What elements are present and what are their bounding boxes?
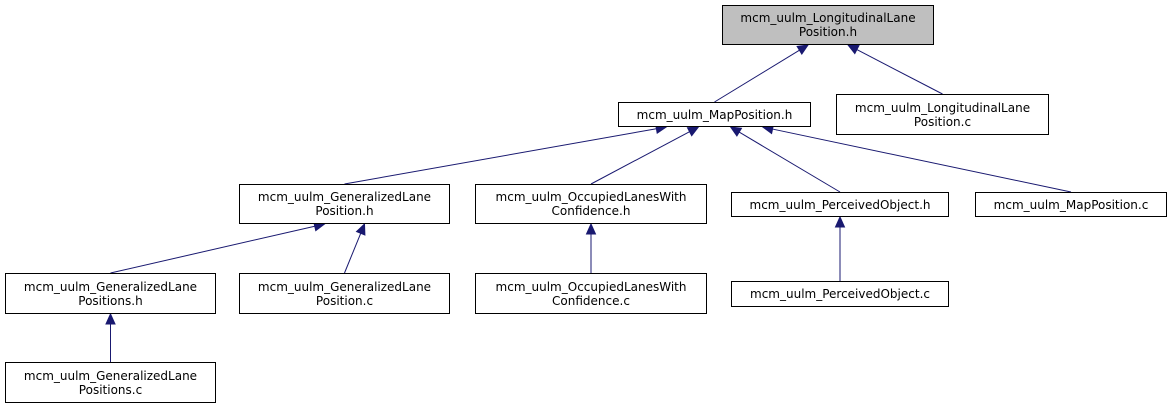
node-label: mcm_uulm_GeneralizedLane Position.c (257, 279, 432, 308)
arrowhead-occ_h-occ_c (585, 222, 597, 235)
node-longitudinal-lane-position-c[interactable]: mcm_uulm_LongitudinalLane Position.c (836, 94, 1049, 135)
node-label: mcm_uulm_MapPosition.c (993, 197, 1149, 212)
node-occupied-lanes-with-confidence-c[interactable]: mcm_uulm_OccupiedLanesWith Confidence.c (475, 273, 707, 314)
arrowhead-mappos_h-occ_h (686, 126, 700, 137)
edge-longlane_h-longlane_c (856, 49, 943, 95)
node-label: mcm_uulm_LongitudinalLane Position.h (740, 11, 916, 39)
node-label: mcm_uulm_MapPosition.h (636, 107, 793, 122)
edge-genlane_h-genlanes_h (110, 225, 315, 274)
node-map-position-h[interactable]: mcm_uulm_MapPosition.h (618, 102, 811, 127)
node-perceived-object-c[interactable]: mcm_uulm_PerceivedObject.c (731, 281, 949, 307)
node-map-position-c[interactable]: mcm_uulm_MapPosition.c (975, 192, 1167, 217)
arrowhead-genlanes_h-genlanes_c (105, 312, 116, 325)
node-label: mcm_uulm_PerceivedObject.c (750, 287, 930, 301)
arrowhead-mappos_h-perc_h (729, 126, 743, 137)
arrowhead-genlane_h-genlane_c (355, 222, 366, 236)
node-generalized-lane-positions-c[interactable]: mcm_uulm_GeneralizedLane Positions.c (5, 362, 216, 403)
node-label: mcm_uulm_GeneralizedLane Positions.c (23, 368, 198, 397)
edge-genlane_h-genlane_c (344, 233, 362, 274)
arrowhead-longlane_h-mappos_h (796, 44, 810, 55)
node-generalized-lane-positions-h[interactable]: mcm_uulm_GeneralizedLane Positions.h (5, 273, 216, 314)
node-label: mcm_uulm_OccupiedLanesWith Confidence.c (495, 279, 687, 308)
edge-longlane_h-mappos_h (714, 49, 800, 103)
node-label: mcm_uulm_PerceivedObject.h (749, 197, 931, 212)
node-generalized-lane-position-h[interactable]: mcm_uulm_GeneralizedLane Position.h (239, 184, 450, 224)
edge-mappos_h-mappos_c (772, 128, 1072, 193)
node-generalized-lane-position-c[interactable]: mcm_uulm_GeneralizedLane Position.c (239, 273, 450, 314)
arrowhead-perc_h-perc_c (834, 215, 846, 228)
edge-mappos_h-occ_h (590, 131, 690, 185)
node-label: mcm_uulm_LongitudinalLane Position.c (854, 100, 1031, 129)
arrowhead-longlane_h-longlane_c (846, 44, 860, 55)
node-occupied-lanes-with-confidence-h[interactable]: mcm_uulm_OccupiedLanesWith Confidence.h (475, 184, 707, 224)
node-perceived-object-h[interactable]: mcm_uulm_PerceivedObject.h (731, 192, 949, 217)
edge-mappos_h-genlane_h (344, 128, 657, 185)
node-label: mcm_uulm_GeneralizedLane Positions.h (23, 279, 198, 308)
node-label: mcm_uulm_GeneralizedLane Position.h (257, 190, 432, 218)
node-longitudinal-lane-position-h[interactable]: mcm_uulm_LongitudinalLane Position.h (722, 5, 934, 45)
node-label: mcm_uulm_OccupiedLanesWith Confidence.h (495, 190, 687, 218)
edge-mappos_h-perc_h (738, 131, 841, 193)
